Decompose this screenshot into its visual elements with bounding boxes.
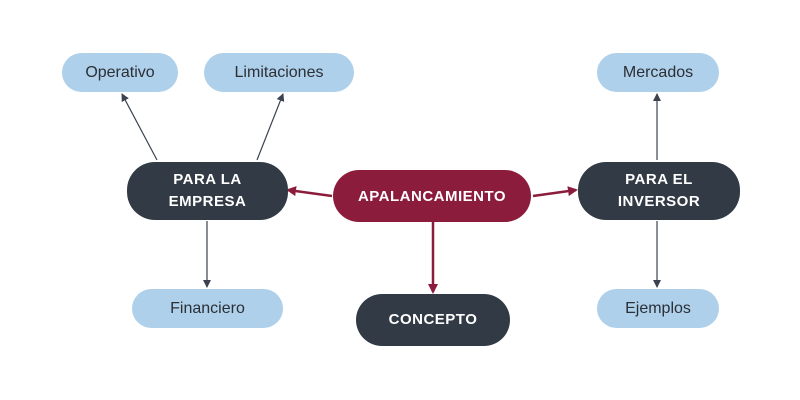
arrow-to-limitaciones <box>256 93 285 161</box>
node-mercados: Mercados <box>597 53 719 92</box>
node-para-el-inversor: PARA EL INVERSOR <box>578 162 740 220</box>
node-operativo: Operativo <box>62 53 178 92</box>
arrow-to-operativo <box>121 93 158 161</box>
node-financiero: Financiero <box>132 289 283 328</box>
node-limitaciones: Limitaciones <box>204 53 354 92</box>
arrow-to-inversor <box>532 186 578 198</box>
node-concepto: CONCEPTO <box>356 294 510 346</box>
node-para-la-empresa: PARA LA EMPRESA <box>127 162 288 220</box>
node-apalancamiento: APALANCAMIENTO <box>333 170 531 222</box>
arrow-to-empresa <box>286 186 333 198</box>
node-ejemplos: Ejemplos <box>597 289 719 328</box>
